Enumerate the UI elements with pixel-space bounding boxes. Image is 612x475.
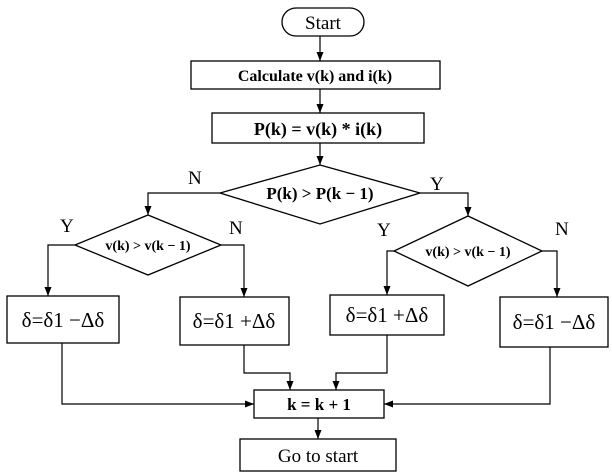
label-right-no: N (555, 219, 569, 240)
goto-label: Go to start (278, 446, 359, 467)
edge-decision-no-to-left (144, 192, 220, 215)
power-node: P(k) = v(k) * i(k) (211, 112, 425, 144)
decision-voltage-left-node: v(k) > v(k − 1) (73, 214, 223, 276)
edge-action1-to-increment (61, 343, 254, 408)
label-power-no: N (188, 168, 202, 189)
goto-node: Go to start (239, 438, 397, 472)
decision-voltage-left-label: v(k) > v(k − 1) (105, 239, 191, 254)
action-3-label: δ=δ1 +Δδ (346, 303, 429, 327)
start-node: Start (281, 7, 365, 37)
decision-voltage-right-node: v(k) > v(k − 1) (392, 215, 544, 287)
action-1-label: δ=δ1 −Δδ (22, 308, 105, 332)
edge-action3-to-increment (332, 335, 388, 390)
power-label: P(k) = v(k) * i(k) (254, 119, 382, 140)
branch-labels: N Y Y N Y N (60, 168, 569, 241)
start-label: Start (305, 13, 342, 34)
decision-power-node: P(k) > P(k − 1) (217, 164, 423, 225)
decision-voltage-right-label: v(k) > v(k − 1) (425, 245, 511, 260)
decision-power-label: P(k) > P(k − 1) (266, 184, 373, 203)
edge-left-yes-to-action1 (44, 244, 75, 296)
edge-action4-to-increment (384, 347, 551, 408)
label-left-yes: Y (60, 216, 74, 237)
action-node-4: δ=δ1 −Δδ (499, 296, 609, 348)
label-right-yes: Y (377, 220, 391, 241)
action-node-2: δ=δ1 +Δδ (179, 296, 290, 346)
calculate-label: Calculate v(k) and i(k) (238, 68, 392, 85)
label-left-no: N (229, 218, 243, 239)
action-node-1: δ=δ1 −Δδ (6, 295, 120, 344)
edge-right-yes-to-action3 (383, 250, 394, 295)
edge-action2-to-increment (243, 345, 294, 390)
increment-node: k = k + 1 (253, 389, 385, 419)
edge-left-no-to-action2 (221, 244, 248, 297)
edge-decision-yes-to-right (420, 192, 472, 216)
action-2-label: δ=δ1 +Δδ (193, 309, 276, 333)
calculate-node: Calculate v(k) and i(k) (190, 60, 441, 90)
action-4-label: δ=δ1 −Δδ (513, 310, 596, 334)
increment-label: k = k + 1 (287, 395, 351, 414)
connectors (44, 36, 561, 439)
label-power-yes: Y (430, 174, 444, 195)
edge-right-no-to-action4 (542, 250, 561, 297)
action-node-3: δ=δ1 +Δδ (329, 294, 445, 336)
